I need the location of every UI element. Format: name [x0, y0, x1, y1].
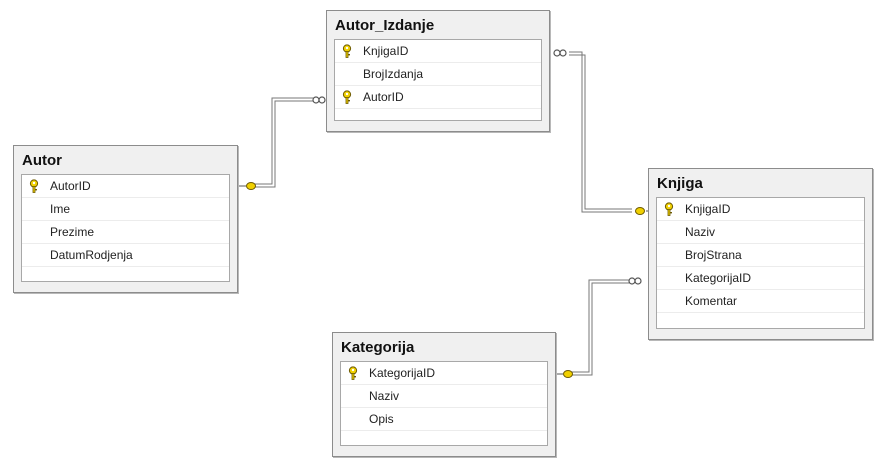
column-name: AutorID [50, 179, 91, 193]
column-name: KategorijaID [369, 366, 436, 380]
key-end-icon-autor [238, 182, 256, 190]
relationship-autor-izdanje-knjiga[interactable] [569, 51, 632, 213]
empty-row[interactable] [335, 109, 541, 131]
column-row[interactable]: KategorijaID [657, 267, 864, 290]
column-name: Opis [369, 412, 394, 426]
column-name: BrojStrana [685, 248, 742, 262]
infinity-end-icon [628, 277, 636, 285]
relationship-autor-autor-izdanje[interactable] [248, 97, 316, 188]
column-name: KategorijaID [685, 271, 752, 285]
key-end-icon-kategorija [556, 370, 573, 378]
table-title: Autor_Izdanje [335, 17, 435, 34]
primary-key-icon [348, 366, 358, 380]
column-row[interactable]: DatumRodjenja [22, 244, 229, 267]
table-title: Knjiga [657, 175, 703, 192]
empty-row[interactable] [341, 431, 547, 453]
column-name: DatumRodjenja [50, 248, 133, 262]
column-name: AutorID [363, 90, 404, 104]
column-name: KnjigaID [685, 202, 731, 216]
column-row[interactable]: AutorID [22, 175, 229, 198]
column-row[interactable]: Naziv [657, 221, 864, 244]
column-name: BrojIzdanja [363, 67, 424, 81]
table-title: Kategorija [341, 339, 415, 356]
empty-row[interactable] [657, 313, 864, 335]
primary-key-icon [29, 179, 39, 193]
primary-key-icon [342, 44, 352, 58]
column-row[interactable]: Naziv [341, 385, 547, 408]
infinity-end-icon [553, 49, 561, 57]
column-row[interactable]: KnjigaID [657, 198, 864, 221]
column-row[interactable]: KnjigaID [335, 40, 541, 63]
table-title: Autor [22, 152, 62, 169]
primary-key-icon [342, 90, 352, 104]
infinity-end-icon [312, 96, 320, 104]
column-name: Prezime [50, 225, 95, 239]
column-name: Naziv [685, 225, 716, 239]
column-row[interactable]: AutorID [335, 86, 541, 109]
column-row[interactable]: Opis [341, 408, 547, 431]
column-row[interactable]: BrojStrana [657, 244, 864, 267]
column-name: KnjigaID [363, 44, 409, 58]
column-name: Ime [50, 202, 71, 216]
column-row[interactable]: Prezime [22, 221, 229, 244]
column-row[interactable]: Ime [22, 198, 229, 221]
column-row[interactable]: Komentar [657, 290, 864, 313]
column-name: Naziv [369, 389, 400, 403]
primary-key-icon [664, 202, 674, 216]
column-name: Komentar [685, 294, 738, 308]
column-row[interactable]: KategorijaID [341, 362, 547, 385]
relationship-kategorija-knjiga[interactable] [567, 279, 632, 376]
column-row[interactable]: BrojIzdanja [335, 63, 541, 86]
empty-row[interactable] [22, 267, 229, 289]
